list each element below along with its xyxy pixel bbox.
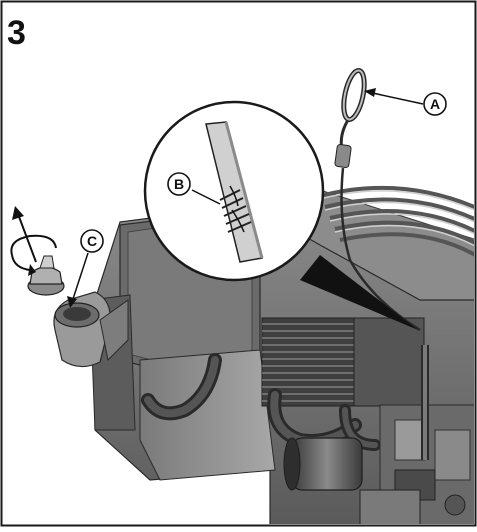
oil-fill-neck bbox=[53, 291, 129, 368]
lift-arrow-head bbox=[12, 206, 24, 220]
oil-fill-cap bbox=[27, 255, 65, 296]
oil-cooler-grille bbox=[261, 317, 425, 407]
callout-a: A bbox=[423, 92, 447, 116]
rotate-arrow-head bbox=[28, 264, 36, 276]
callout-c: C bbox=[80, 229, 104, 253]
lower-tank bbox=[139, 349, 276, 481]
leader-b bbox=[191, 189, 221, 205]
callout-b-label: B bbox=[174, 176, 184, 192]
leader-c bbox=[71, 252, 89, 303]
magnified-dipstick-view bbox=[143, 100, 418, 330]
callout-b: B bbox=[167, 172, 191, 196]
magnifier-pointer bbox=[300, 255, 418, 330]
step-number: 3 bbox=[7, 14, 26, 52]
dipstick-blade bbox=[205, 121, 264, 263]
dipstick bbox=[334, 67, 421, 332]
leader-a bbox=[367, 91, 424, 105]
cooling-fins bbox=[319, 185, 474, 257]
callout-a-label: A bbox=[430, 96, 440, 112]
oil-filter bbox=[283, 437, 363, 491]
callout-c-label: C bbox=[87, 233, 97, 249]
remove-cap-arrow bbox=[10, 213, 57, 271]
